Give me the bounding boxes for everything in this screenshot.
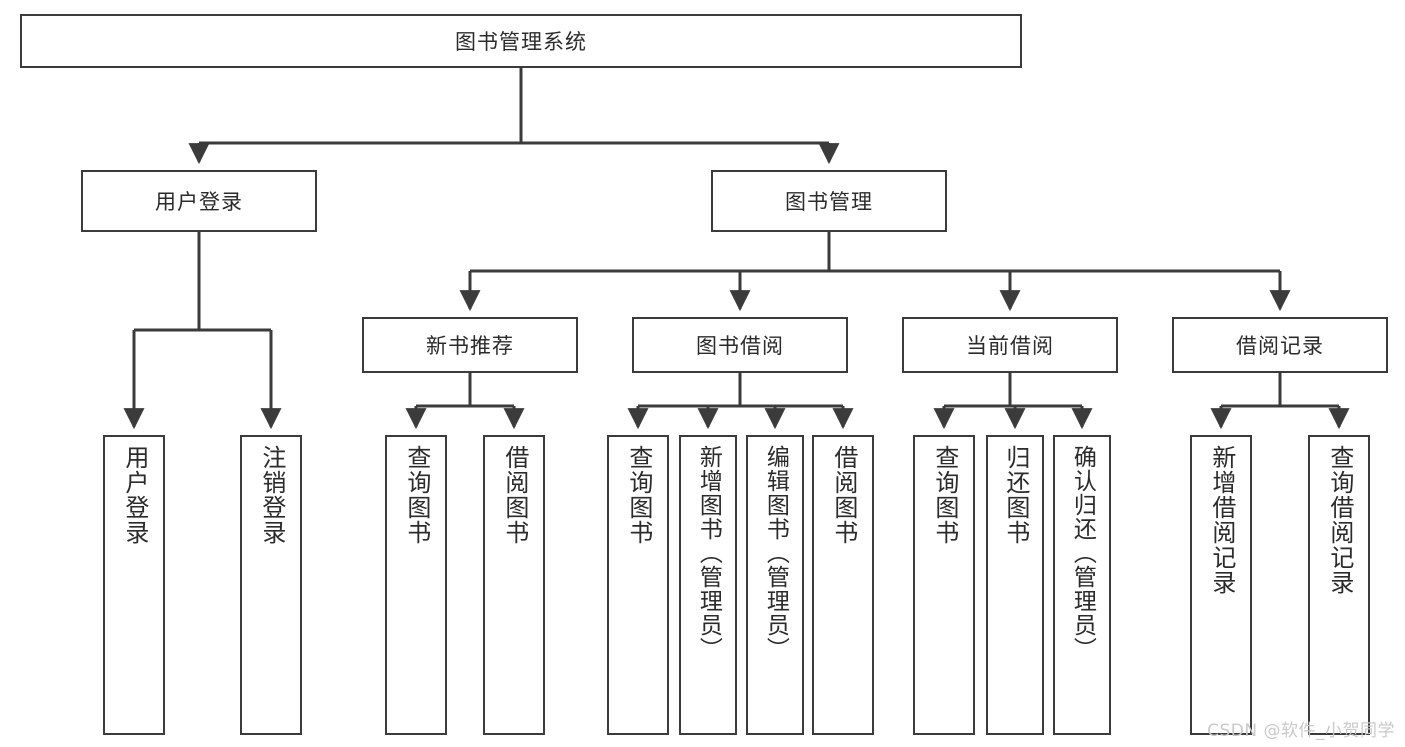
node-leaf-return-book-label: 归还图书 [1001, 445, 1030, 545]
node-leaf-confirm-return[interactable]: 确认归还（管理员） [1053, 435, 1111, 735]
node-leaf-add-book-label: 新增图书（管理员） [695, 445, 722, 661]
node-leaf-borrow-book-label: 借阅图书 [829, 445, 858, 545]
node-leaf-query-book-current-label: 查询图书 [930, 445, 959, 545]
node-leaf-query-borrow-record-label: 查询借阅记录 [1325, 445, 1354, 595]
node-user-login-label: 用户登录 [155, 190, 243, 214]
node-new-book-recommend[interactable]: 新书推荐 [362, 317, 578, 373]
node-leaf-add-borrow-record-label: 新增借阅记录 [1207, 445, 1236, 595]
node-leaf-borrow-book-recommend[interactable]: 借阅图书 [483, 435, 545, 735]
node-borrow-records-label: 借阅记录 [1236, 334, 1324, 358]
node-book-management[interactable]: 图书管理 [711, 170, 947, 232]
node-leaf-edit-book[interactable]: 编辑图书（管理员） [746, 435, 804, 735]
node-leaf-borrow-book[interactable]: 借阅图书 [812, 435, 874, 735]
node-root-label: 图书管理系统 [455, 30, 587, 54]
node-book-borrow-label: 图书借阅 [696, 334, 784, 358]
node-leaf-user-logout[interactable]: 注销登录 [240, 435, 302, 735]
node-leaf-user-logout-label: 注销登录 [257, 445, 286, 545]
node-user-login[interactable]: 用户登录 [81, 170, 317, 232]
node-leaf-query-book-borrow[interactable]: 查询图书 [607, 435, 669, 735]
node-leaf-query-borrow-record[interactable]: 查询借阅记录 [1308, 435, 1370, 735]
node-leaf-query-book-current[interactable]: 查询图书 [913, 435, 975, 735]
node-new-book-recommend-label: 新书推荐 [426, 334, 514, 358]
node-leaf-edit-book-label: 编辑图书（管理员） [762, 445, 789, 661]
node-leaf-user-login[interactable]: 用户登录 [103, 435, 165, 735]
node-leaf-query-book-recommend[interactable]: 查询图书 [385, 435, 447, 735]
node-leaf-query-book-borrow-label: 查询图书 [624, 445, 653, 545]
node-leaf-add-borrow-record[interactable]: 新增借阅记录 [1190, 435, 1252, 735]
node-leaf-query-book-recommend-label: 查询图书 [402, 445, 431, 545]
node-current-borrow-label: 当前借阅 [966, 334, 1054, 358]
node-borrow-records[interactable]: 借阅记录 [1172, 317, 1388, 373]
csdn-watermark: CSDN @软件_小贺同学 [1207, 721, 1395, 741]
node-current-borrow[interactable]: 当前借阅 [902, 317, 1118, 373]
node-book-management-label: 图书管理 [785, 190, 873, 214]
node-leaf-borrow-book-recommend-label: 借阅图书 [500, 445, 529, 545]
node-root[interactable]: 图书管理系统 [20, 14, 1022, 68]
node-leaf-return-book[interactable]: 归还图书 [986, 435, 1044, 735]
node-leaf-confirm-return-label: 确认归还（管理员） [1069, 445, 1096, 661]
node-book-borrow[interactable]: 图书借阅 [632, 317, 848, 373]
node-leaf-user-login-label: 用户登录 [120, 445, 149, 545]
node-leaf-add-book[interactable]: 新增图书（管理员） [679, 435, 737, 735]
